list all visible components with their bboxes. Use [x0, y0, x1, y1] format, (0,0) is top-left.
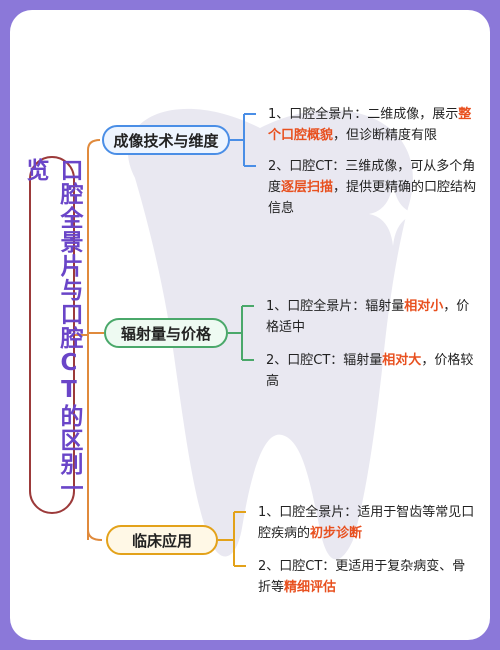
- leaf-text: 2、口腔CT：更适用于复杂病变、骨折等: [258, 559, 466, 595]
- leaf-highlight: 逐层扫描: [281, 180, 334, 195]
- leaf-clinical-ct: 2、口腔CT：更适用于复杂病变、骨折等精细评估: [258, 556, 476, 598]
- branch-radiation-price: 辐射量与价格: [104, 318, 228, 348]
- leaf-text: 1、口腔全景片：辐射量: [266, 299, 405, 314]
- leaf-text: 2、口腔CT：辐射量: [266, 353, 383, 368]
- branch-clinical-use: 临床应用: [106, 525, 218, 555]
- tooth-background-icon: [127, 108, 417, 560]
- leaf-imaging-panoramic: 1、口腔全景片：二维成像，展示整个口腔概貌，但诊断精度有限: [268, 104, 478, 146]
- leaf-text: 2、口腔CT：三维成像，可从多个角度: [268, 159, 476, 195]
- branch-imaging-label: 成像技术与维度: [113, 131, 219, 150]
- main-title: 口腔全景片与口腔CT的区别一览: [22, 158, 82, 500]
- leaf-text: ，价格较高: [266, 353, 474, 389]
- branch-radiation-price-label: 辐射量与价格: [120, 324, 211, 343]
- leaf-imaging-ct: 2、口腔CT：三维成像，可从多个角度逐层扫描，提供更精确的口腔结构信息: [268, 156, 480, 219]
- leaf-clinical-panoramic: 1、口腔全景片：适用于智齿等常见口腔疾病的初步诊断: [258, 502, 476, 544]
- leaf-highlight: 相对小: [404, 299, 444, 314]
- connector-lines: [75, 113, 256, 567]
- branch-clinical-use-label: 临床应用: [131, 531, 192, 550]
- leaf-radiation-ct: 2、口腔CT：辐射量相对大，价格较高: [266, 350, 474, 392]
- leaf-radiation-panoramic: 1、口腔全景片：辐射量相对小，价格适中: [266, 296, 474, 338]
- main-title-box: 口腔全景片与口腔CT的区别一览: [22, 156, 82, 514]
- leaf-highlight: 初步诊断: [310, 526, 363, 541]
- leaf-text: ，提供更精确的口腔结构信息: [268, 180, 477, 216]
- leaf-highlight: 相对大: [382, 353, 422, 368]
- leaf-highlight: 精细评估: [284, 580, 337, 595]
- leaf-highlight: 整个口腔概貌: [268, 107, 472, 143]
- branch-imaging: 成像技术与维度: [102, 125, 230, 155]
- leaf-text: 1、口腔全景片：二维成像，展示: [268, 107, 459, 122]
- leaf-text: ，但诊断精度有限: [333, 128, 438, 143]
- leaf-text: ，价格适中: [266, 299, 470, 335]
- leaf-text: 1、口腔全景片：适用于智齿等常见口腔疾病的: [258, 505, 475, 541]
- mindmap-card: 口腔全景片与口腔CT的区别一览 成像技术与维度 1、口腔全景片：二维成像，展示整…: [10, 10, 490, 640]
